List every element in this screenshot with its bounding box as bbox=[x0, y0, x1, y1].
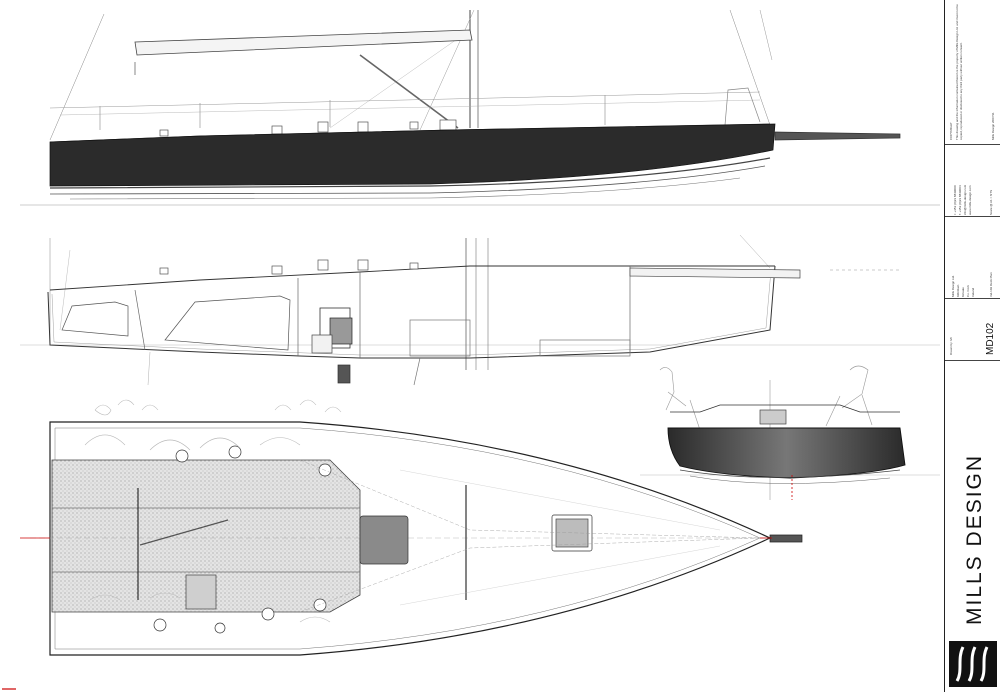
copyright-text: This drawing and the information contain… bbox=[955, 4, 963, 140]
crew-sketches bbox=[84, 399, 342, 623]
hull-section bbox=[667, 427, 906, 479]
waves-logo-icon bbox=[949, 641, 997, 687]
address-block: Mills Design Ltd. Kilbrittain Kinsale Co… bbox=[945, 216, 1000, 298]
side-profile-view bbox=[20, 9, 940, 206]
cockpit-nonskid bbox=[51, 459, 361, 613]
engine bbox=[311, 307, 353, 354]
email: info@mills-design.com bbox=[963, 184, 967, 215]
design-number: MD102 bbox=[985, 322, 996, 355]
company-logo-text: MILLS DESIGN bbox=[963, 453, 986, 625]
copyright-block: COPYRIGHT This drawing and the informati… bbox=[945, 0, 1000, 144]
hull-topsides bbox=[49, 123, 776, 187]
scale-label: Scale @ A1 = NTS bbox=[989, 189, 993, 215]
company-name: Mills Design Ltd. bbox=[951, 274, 955, 297]
copyright-heading: COPYRIGHT bbox=[949, 122, 953, 140]
address-line: Ireland bbox=[971, 287, 975, 297]
deck-plan-view bbox=[20, 399, 803, 656]
address-line: Co. Cork bbox=[966, 285, 970, 297]
fax: f: +353 (0)23 8849004 bbox=[958, 185, 962, 215]
winches bbox=[153, 445, 332, 634]
logo-block: MILLS DESIGN bbox=[945, 360, 1000, 692]
drawing-date: Mills Design 2007/11 bbox=[991, 112, 995, 140]
contact-block: t: +353 (0)23 8849000 f: +353 (0)23 8849… bbox=[945, 144, 1000, 216]
title-block: COPYRIGHT This drawing and the informati… bbox=[944, 0, 1000, 692]
design-number-block: MD102 Drawn by: Mr bbox=[945, 298, 1000, 360]
address-line: Kinsale bbox=[961, 287, 965, 297]
address-line: Kilbrittain bbox=[956, 284, 960, 297]
website: www.mills-design.com bbox=[968, 185, 972, 215]
inboard-profile-view bbox=[20, 234, 940, 386]
companionway-hatch bbox=[359, 515, 409, 565]
section-view bbox=[640, 365, 940, 500]
phone: t: +353 (0)23 8849000 bbox=[953, 185, 957, 215]
drawn-by: Drawn by: Mr bbox=[949, 337, 953, 355]
drawing-title: md-102 Deck Plan bbox=[989, 272, 993, 297]
